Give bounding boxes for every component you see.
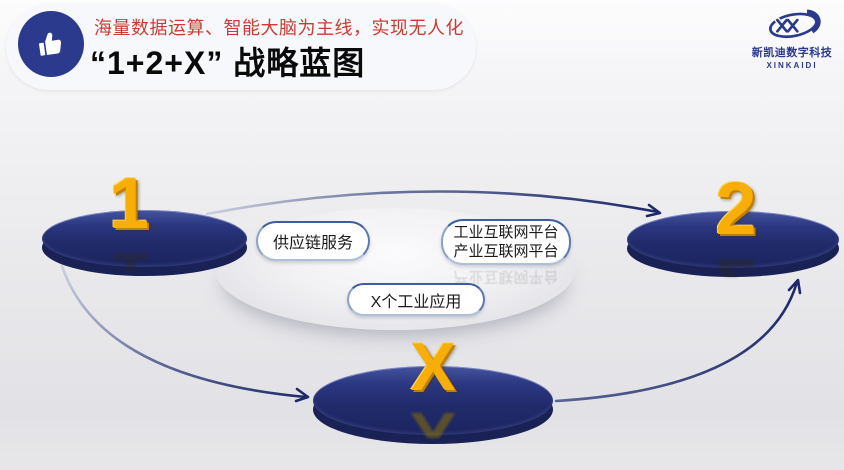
pill-industrial-apps-label: X个工业应用 (370, 293, 462, 311)
arrowhead-x-to-2 (787, 278, 802, 295)
node-number-x-reflection: X (398, 402, 468, 438)
header-badge (18, 11, 84, 77)
node-number-1-reflection: 1 (94, 241, 164, 271)
pill-supply-chain-label: 供应链服务 (272, 235, 353, 252)
company-logo: 新凯迪数字科技 XINKAIDI (742, 8, 842, 70)
disk-x-face (313, 366, 553, 435)
node-number-x: X (410, 329, 456, 405)
slide-title: “1+2+X” 战略蓝图 (90, 45, 366, 81)
node-number-1: 1 (108, 164, 150, 244)
disk-2-face (627, 211, 839, 268)
pill-platforms: 工业互联网平台 产业互联网平台 (441, 219, 571, 265)
node-number-2-reflection: 2 (698, 247, 774, 277)
arrow-1-to-2 (205, 190, 660, 216)
disk-1-face (42, 210, 247, 267)
xinkaidi-swoosh-icon (769, 9, 821, 39)
arrow-x-to-2 (554, 280, 799, 403)
pill-supply-chain: 供应链服务 (256, 221, 370, 261)
pill-platforms-line1: 工业互联网平台 (453, 224, 559, 241)
thumbs-up-icon (39, 32, 62, 56)
pill-industrial-apps: X个工业应用 (347, 283, 485, 316)
arrowhead-1-to-2 (645, 203, 662, 218)
disk-node-2 (627, 211, 839, 277)
header-banner: 海量数据运算、智能大脑为主线，实现无人化 “1+2+X” 战略蓝图 (6, 4, 476, 90)
slide-subtitle: 海量数据运算、智能大脑为主线，实现无人化 (94, 18, 464, 38)
arrow-1-to-x (60, 264, 308, 399)
logo-company-name-cn: 新凯迪数字科技 (751, 47, 833, 59)
disk-node-x (313, 366, 553, 444)
arrowhead-1-to-x (294, 387, 310, 403)
logo-company-name-en: XINKAIDI (766, 61, 818, 70)
pill-platforms-line2: 产业互联网平台 (453, 243, 559, 260)
disk-node-1 (42, 210, 247, 276)
node-number-2: 2 (715, 167, 757, 250)
